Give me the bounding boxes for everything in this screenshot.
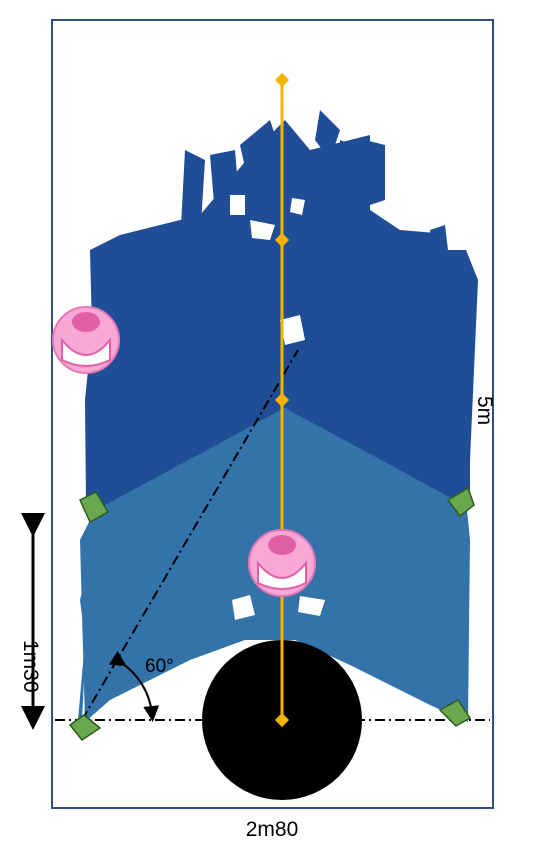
width-label: 2m80: [245, 818, 299, 841]
waypoint-icon: [274, 232, 290, 248]
person-icon: [248, 529, 316, 597]
angle-label: 60°: [145, 656, 174, 677]
waypoint-icon: [274, 392, 290, 408]
sensor-icon: [68, 714, 102, 742]
person-icon: [52, 306, 120, 374]
angle-arc: [108, 650, 160, 722]
sensor-icon: [438, 699, 472, 727]
sensors: [68, 486, 475, 742]
waypoint-icon: [274, 712, 290, 728]
coverage-gaps: [230, 195, 468, 620]
sensor-icon: [446, 486, 475, 518]
waypoint-icon: [274, 72, 290, 88]
sensor-icon: [79, 491, 110, 524]
height-label: 5m: [473, 396, 496, 426]
sensor-height-label: 1m30: [19, 640, 42, 693]
angle-dashdot: [81, 349, 299, 721]
